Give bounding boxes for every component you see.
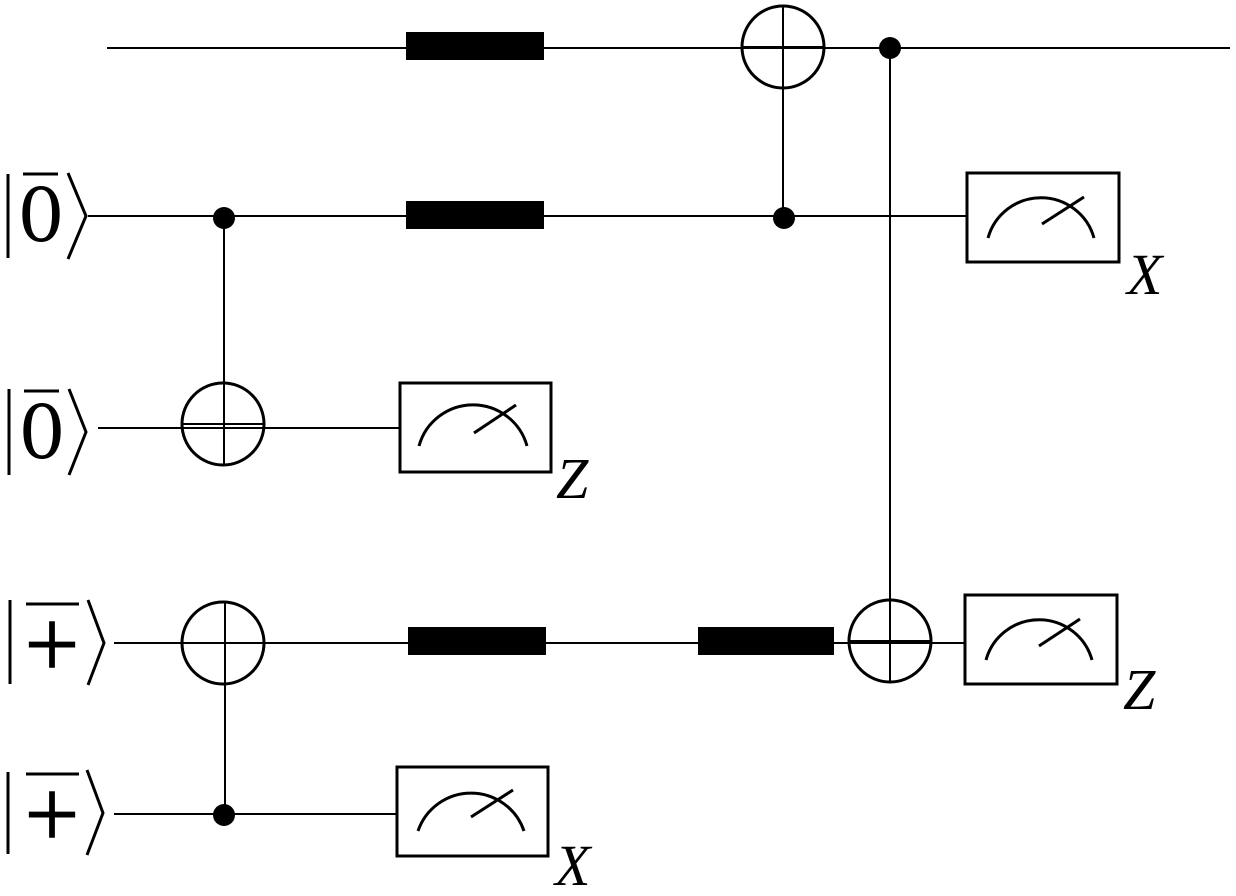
ket-angle [86,599,106,686]
ket-state-label: + [21,600,83,686]
control-dot-icon [879,37,901,59]
delay-block [406,32,544,60]
meter-needle [473,403,517,435]
basis-label: Z [556,446,589,511]
input-ket-3: + [8,599,106,686]
measurement-meter-icon [984,618,1094,661]
meter-box [395,765,550,858]
cnot-gate-1 [180,207,266,467]
delay-block [698,627,834,655]
basis-label: Z [1123,657,1156,722]
measurement-2 [965,171,1121,264]
measurement-meter-icon [417,403,529,447]
delay-block [408,627,546,655]
delay-block [406,201,544,229]
measurement-meter-icon [986,196,1096,239]
delay-blocks [406,32,834,655]
meter-box [965,171,1121,264]
ket-state-label: 0 [17,173,64,259]
input-ket-2: 0 [7,388,88,476]
basis-labels: Z X Z X [553,242,1165,896]
meter-needle [1038,617,1081,648]
ket-angle [85,769,105,856]
ket-state-label: + [21,770,83,856]
cnot-gate-2 [180,600,266,826]
meter-box [398,381,553,474]
meter-box [963,593,1119,686]
meter-needle [470,788,514,819]
measurement-meter-icon [416,791,526,832]
control-dot-icon [213,804,235,826]
ket-angle [67,388,88,476]
basis-label: X [553,833,593,896]
measurement-3 [963,593,1119,686]
cnot-gate-4 [847,37,933,684]
basis-label: X [1125,242,1165,307]
meter-needle [1041,195,1085,226]
control-dot-icon [213,207,235,229]
input-ket-4: + [6,769,105,856]
measurement-4 [395,765,550,858]
ket-state-label: 0 [18,390,65,476]
control-dot-icon [773,207,795,229]
wires [88,47,1230,815]
input-ket-1: 0 [6,172,88,260]
measurement-1 [398,381,553,474]
ket-angle [66,172,88,260]
cnot-gate-3 [740,4,826,229]
